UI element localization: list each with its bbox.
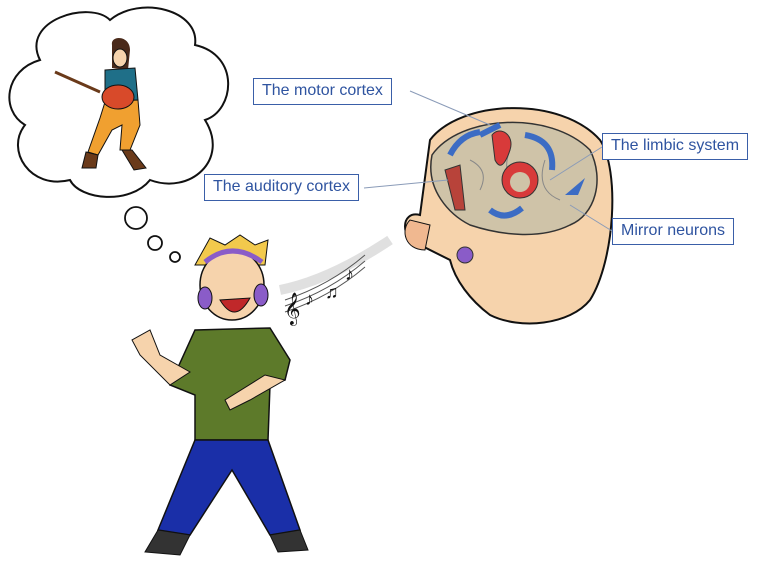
motor-region (491, 130, 512, 166)
thought-dot-small (169, 251, 181, 263)
label-limbic-system: The limbic system (602, 133, 749, 160)
label-mirror-neurons: Mirror neurons (612, 218, 735, 245)
treble-clef-icon: 𝄞 (284, 293, 301, 326)
arrow-icon (478, 122, 502, 138)
head-brain (404, 107, 614, 325)
note-icon: ♪ (305, 289, 314, 309)
thought-dot-medium (147, 235, 163, 251)
arrow-icon (447, 129, 481, 157)
boy-figure (131, 234, 309, 556)
thought-dot-large (124, 206, 148, 230)
note-icon: ♫ (325, 282, 339, 302)
label-motor-cortex: The motor cortex (253, 78, 392, 105)
label-auditory-cortex: The auditory cortex (204, 174, 359, 201)
guitarist-figure (54, 38, 147, 171)
note-icon: ♪ (345, 264, 354, 284)
music-notes: 𝄞 ♪ ♫ ♪ (279, 235, 393, 326)
leader-lines (363, 90, 613, 232)
arrow-icon (565, 178, 585, 195)
arrow-icon (524, 132, 556, 171)
arrow-icon (488, 205, 524, 219)
auditory-region (444, 164, 466, 211)
cochlea (456, 246, 474, 264)
